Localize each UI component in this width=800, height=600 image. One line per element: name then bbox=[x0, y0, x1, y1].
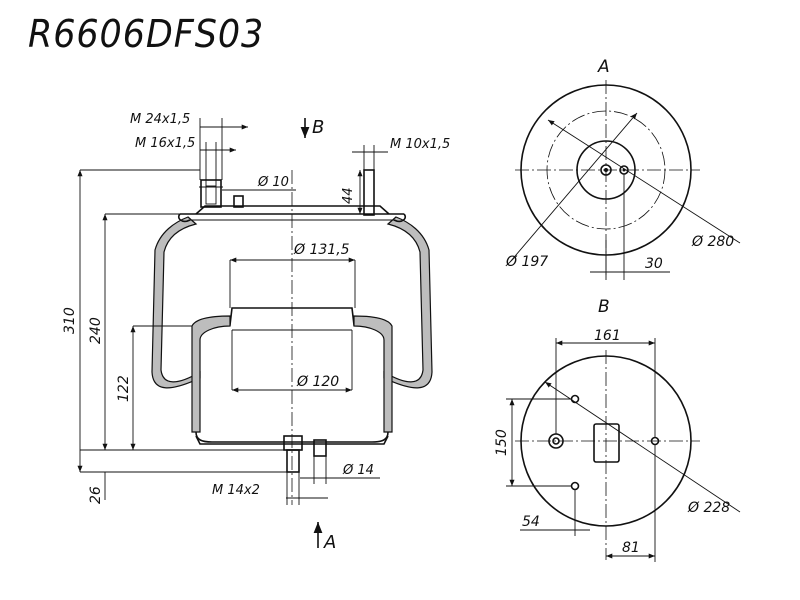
dim-240-label: 240 bbox=[88, 317, 104, 344]
view-b-arrow-label: B bbox=[312, 117, 324, 138]
dim-44-label: 44 bbox=[341, 187, 356, 204]
view-b-hole-top bbox=[570, 394, 580, 404]
dim-122-label: 122 bbox=[116, 375, 132, 402]
dim-m24-label: M 24x1,5 bbox=[130, 112, 190, 127]
air-fitting-bore bbox=[205, 185, 217, 205]
dim-d197-line bbox=[509, 112, 638, 263]
view-b-hole-right bbox=[650, 436, 660, 446]
view-b-hole-bottom bbox=[570, 481, 580, 491]
view-b: B 161 150 Ø 228 54 81 bbox=[494, 297, 741, 562]
air-fitting-stud bbox=[200, 179, 222, 208]
top-plate-rim bbox=[195, 205, 390, 215]
top-plate bbox=[177, 213, 407, 223]
piston-base bbox=[195, 435, 389, 445]
dim-m10-label: M 10x1,5 bbox=[390, 137, 450, 152]
view-b-label-plate bbox=[593, 423, 620, 463]
dim-d228-line bbox=[544, 381, 741, 513]
dim-54-label: 54 bbox=[522, 514, 540, 530]
dim-d131-label: Ø 131,5 bbox=[293, 242, 350, 258]
dim-161-label: 161 bbox=[594, 328, 621, 344]
dim-26-label: 26 bbox=[88, 486, 104, 504]
bolt-m10 bbox=[363, 169, 375, 216]
view-b-label: B bbox=[598, 297, 610, 317]
dim-d228-label: Ø 228 bbox=[687, 500, 730, 516]
dim-m14-label: M 14x2 bbox=[212, 483, 260, 498]
dim-d10-label: Ø 10 bbox=[257, 175, 289, 190]
side-view: B A M 24x1,5 M 16x1,5 M 10x1,5 Ø 10 44 Ø… bbox=[62, 112, 450, 553]
bottom-stud-m14 bbox=[286, 449, 300, 473]
dim-d120-label: Ø 120 bbox=[296, 374, 339, 390]
view-a: A Ø 197 Ø 280 30 bbox=[505, 57, 741, 280]
drawing-title: R6606DFS03 bbox=[28, 12, 265, 56]
view-a-arrow-label: A bbox=[323, 532, 336, 553]
dim-30-label: 30 bbox=[645, 256, 663, 272]
piston-cap-right bbox=[353, 315, 393, 433]
dim-m16-label: M 16x1,5 bbox=[135, 136, 195, 151]
dim-310-label: 310 bbox=[62, 307, 78, 334]
bottom-stud-head bbox=[283, 435, 303, 451]
bottom-pin bbox=[313, 439, 327, 457]
dim-d14-label: Ø 14 bbox=[342, 463, 374, 478]
dim-d280-line bbox=[547, 119, 741, 244]
dim-d197-label: Ø 197 bbox=[505, 254, 548, 270]
dim-d280-label: Ø 280 bbox=[691, 234, 734, 250]
dim-150-label: 150 bbox=[494, 429, 510, 456]
small-stud bbox=[233, 195, 244, 208]
dim-81-label: 81 bbox=[622, 540, 640, 556]
view-a-label: A bbox=[597, 57, 610, 77]
piston-cap bbox=[191, 315, 231, 433]
